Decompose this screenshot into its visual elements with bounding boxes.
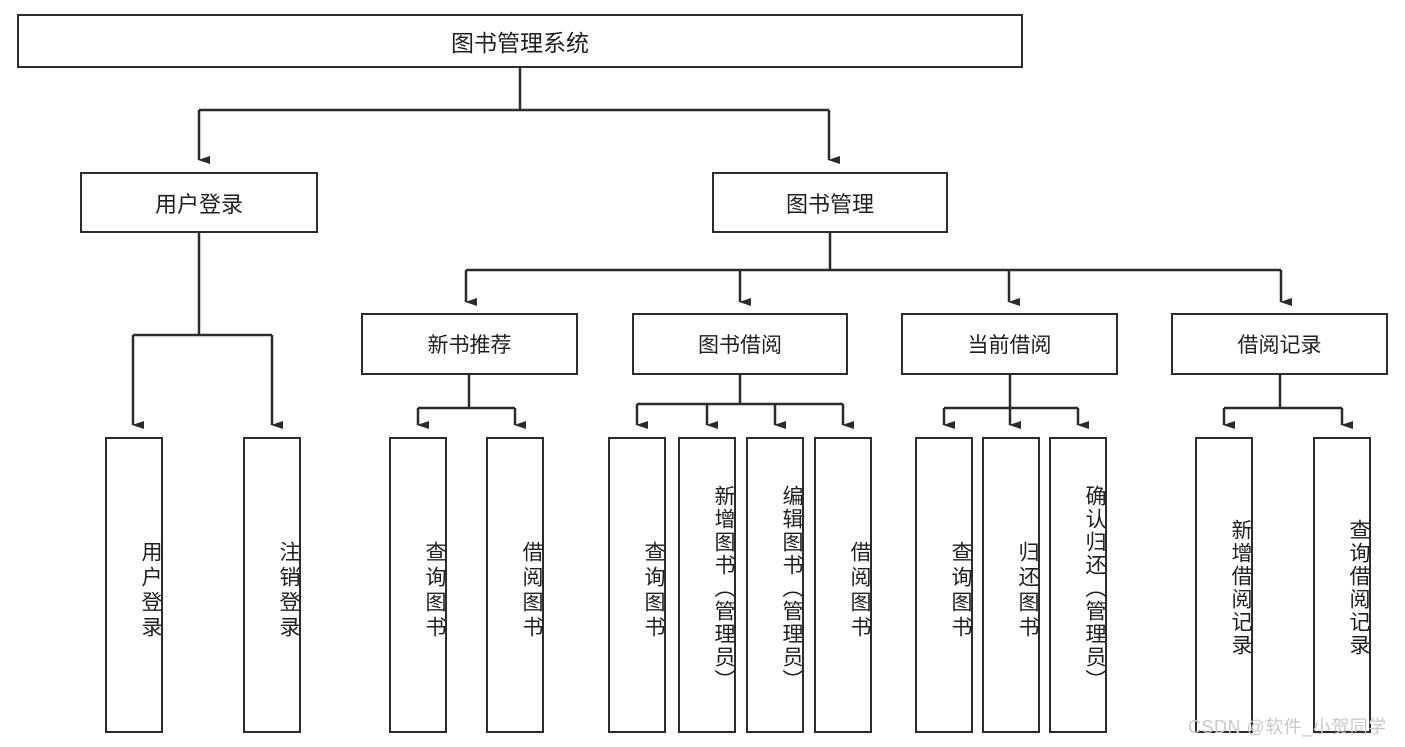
node-label: 查询借阅记录: [1347, 519, 1370, 657]
node-label: 借阅记录: [1237, 334, 1322, 357]
node-label: 图书管理系统: [451, 30, 589, 56]
node-new-book-recommend[interactable]: 新书推荐: [361, 313, 578, 375]
node-current-borrow[interactable]: 当前借阅: [901, 313, 1118, 375]
node-label: 借阅图书: [520, 541, 543, 641]
leaf-current-query-book[interactable]: 查询图书: [915, 437, 973, 733]
leaf-borrow-add-book-admin[interactable]: 新增图书（管理员）: [678, 437, 736, 733]
node-borrow-records[interactable]: 借阅记录: [1171, 313, 1388, 375]
node-label: 新增借阅记录: [1229, 519, 1252, 657]
leaf-borrow-borrow-book[interactable]: 借阅图书: [814, 437, 872, 733]
leaf-records-query-record[interactable]: 查询借阅记录: [1313, 437, 1371, 733]
node-label: 归还图书: [1016, 541, 1039, 641]
leaf-records-add-record[interactable]: 新增借阅记录: [1195, 437, 1253, 733]
node-label: 注销登录: [277, 541, 300, 641]
node-root-system[interactable]: 图书管理系统: [17, 14, 1023, 68]
node-label: 新书推荐: [427, 334, 512, 357]
node-user-login[interactable]: 用户登录: [80, 172, 318, 233]
leaf-recommend-query-book[interactable]: 查询图书: [389, 437, 447, 733]
node-book-management[interactable]: 图书管理: [712, 172, 948, 233]
node-label: 图书管理: [785, 191, 874, 217]
watermark: CSDN @软件_小贺同学: [1188, 717, 1387, 737]
leaf-borrow-query-book[interactable]: 查询图书: [608, 437, 666, 733]
node-label: 编辑图书（管理员）: [780, 484, 803, 692]
node-label: 查询图书: [423, 541, 446, 641]
leaf-recommend-borrow-book[interactable]: 借阅图书: [486, 437, 544, 733]
leaf-current-confirm-return-admin[interactable]: 确认归还（管理员）: [1049, 437, 1107, 733]
node-label: 查询图书: [949, 541, 972, 641]
node-label: 用户登录: [154, 191, 243, 217]
leaf-borrow-edit-book-admin[interactable]: 编辑图书（管理员）: [746, 437, 804, 733]
node-label: 查询图书: [642, 541, 665, 641]
node-label: 当前借阅: [967, 334, 1052, 357]
leaf-user-login-logout[interactable]: 注销登录: [243, 437, 301, 733]
node-label: 新增图书（管理员）: [712, 484, 735, 692]
node-label: 确认归还（管理员）: [1083, 484, 1106, 692]
node-book-borrow[interactable]: 图书借阅: [632, 313, 848, 375]
leaf-user-login-login[interactable]: 用户登录: [105, 437, 163, 733]
node-label: 图书借阅: [698, 334, 782, 357]
node-label: 用户登录: [139, 541, 162, 641]
leaf-current-return-book[interactable]: 归还图书: [982, 437, 1040, 733]
node-label: 借阅图书: [848, 541, 871, 641]
